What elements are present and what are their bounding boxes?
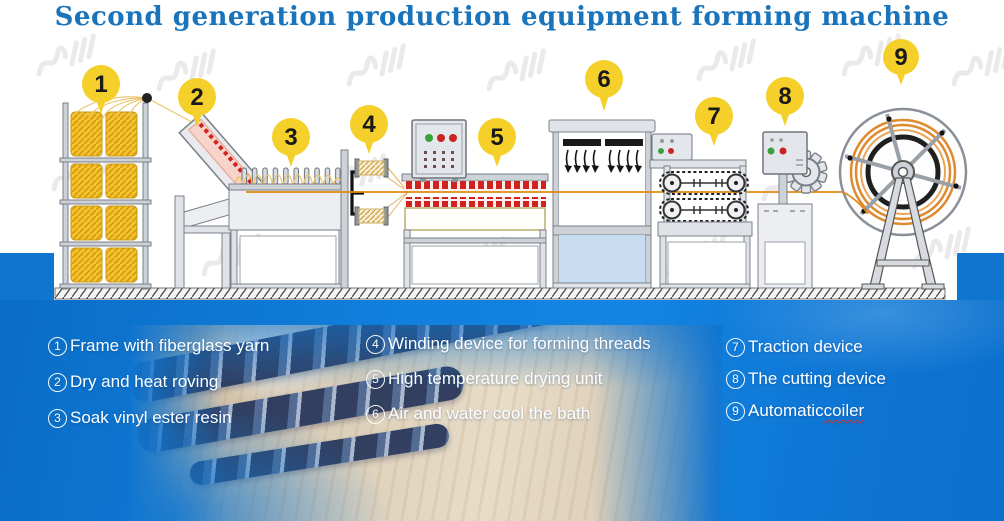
yarn-weave	[232, 174, 347, 196]
product-photo	[130, 325, 722, 521]
control-panel	[411, 119, 467, 182]
legend-item-5: 5 High temperature drying unit	[366, 369, 651, 389]
legend-item-9: 9 Automatic coiler	[726, 401, 886, 421]
bottom-banner	[0, 300, 1004, 521]
circled-number: 7	[726, 337, 745, 357]
svg-text:1: 1	[94, 71, 107, 98]
legend-item-4: 4 Winding device for forming threads	[366, 334, 651, 354]
marker-balloon-9: 9	[883, 39, 919, 85]
circled-number: 4	[366, 334, 385, 354]
circled-number: 2	[48, 372, 67, 392]
marker-balloon-8: 8	[766, 77, 804, 126]
circled-number: 5	[366, 369, 385, 389]
circled-number: 9	[726, 401, 745, 421]
marker-balloon-6: 6	[585, 60, 623, 111]
legend-item-3: 3 Soak vinyl ester resin	[48, 408, 269, 428]
machine-drying-unit	[401, 119, 549, 289]
machine-frame-with-yarn	[59, 93, 204, 290]
circled-number: 3	[48, 408, 67, 428]
legend-item-2: 2 Dry and heat roving	[48, 372, 269, 392]
heater-row-top	[404, 181, 546, 191]
water-tank	[559, 235, 645, 283]
heater-row-bottom	[404, 197, 546, 207]
circled-number: 1	[48, 336, 67, 356]
machine-resin-bath	[228, 167, 348, 289]
blue-corner-block-left	[0, 253, 54, 301]
circled-number: 8	[726, 369, 745, 389]
marker-balloon-5: 5	[478, 118, 516, 167]
legend-column-1: 1 Frame with fiberglass yarn 2 Dry and h…	[48, 336, 269, 444]
legend-label: High temperature drying unit	[388, 369, 603, 388]
svg-text:5: 5	[490, 124, 503, 151]
coiler-stand	[861, 177, 945, 290]
ground-hatch	[54, 287, 946, 300]
indicator-red	[437, 134, 445, 142]
svg-text:8: 8	[778, 83, 791, 110]
legend-item-7: 7 Traction device	[726, 337, 886, 357]
machine-automatic-coiler	[838, 107, 968, 290]
legend-label: Dry and heat roving	[70, 372, 219, 391]
indicator-green	[425, 134, 433, 142]
indicator-red	[779, 147, 787, 155]
production-line-diagram: 1 2 3 4 5 6 7 8	[0, 0, 1004, 300]
legend-label: The cutting device	[748, 369, 886, 388]
machine-winding-device	[340, 149, 409, 289]
legend-label: Soak vinyl ester resin	[70, 408, 232, 427]
legend-label: Frame with fiberglass yarn	[70, 336, 270, 355]
legend-item-1: 1 Frame with fiberglass yarn	[48, 336, 269, 356]
machine-cutting-device	[757, 131, 828, 289]
circled-number: 6	[366, 404, 385, 424]
photo-blue-blend	[130, 325, 722, 521]
legend-label: Winding device for forming threads	[388, 334, 651, 353]
marker-balloon-3: 3	[272, 118, 310, 167]
legend-item-8: 8 The cutting device	[726, 369, 886, 389]
marker-balloon-4: 4	[350, 105, 388, 154]
thread-into-coiler	[842, 191, 869, 215]
marker-balloon-7: 7	[695, 97, 733, 146]
legend-column-3: 7 Traction device 8 The cutting device 9…	[726, 337, 886, 433]
svg-text:6: 6	[597, 66, 610, 93]
caterpillar-tracks	[659, 171, 749, 222]
svg-text:7: 7	[707, 103, 720, 130]
guide-pulley	[142, 93, 152, 103]
legend-label: Automatic	[748, 401, 824, 420]
control-box	[762, 131, 808, 175]
svg-text:4: 4	[362, 111, 376, 138]
machine-cooling-bath	[548, 119, 656, 289]
indicator-green	[767, 147, 775, 155]
machine-traction-device	[649, 133, 753, 289]
indicator-red	[449, 134, 457, 142]
legend-label: Air and water cool the bath	[388, 404, 591, 423]
svg-text:2: 2	[190, 84, 203, 111]
legend-label: Traction device	[748, 337, 863, 356]
page-title: Second generation production equipment f…	[54, 2, 950, 32]
svg-text:3: 3	[284, 124, 297, 151]
svg-text:9: 9	[894, 44, 907, 71]
legend-column-2: 4 Winding device for forming threads 5 H…	[366, 334, 651, 439]
legend-item-6: 6 Air and water cool the bath	[366, 404, 651, 424]
marker-balloon-1: 1	[82, 65, 120, 114]
legend-label-misspelled: coiler	[823, 401, 865, 420]
marker-balloon-2: 2	[178, 78, 216, 127]
blue-corner-block-right	[957, 253, 1004, 301]
